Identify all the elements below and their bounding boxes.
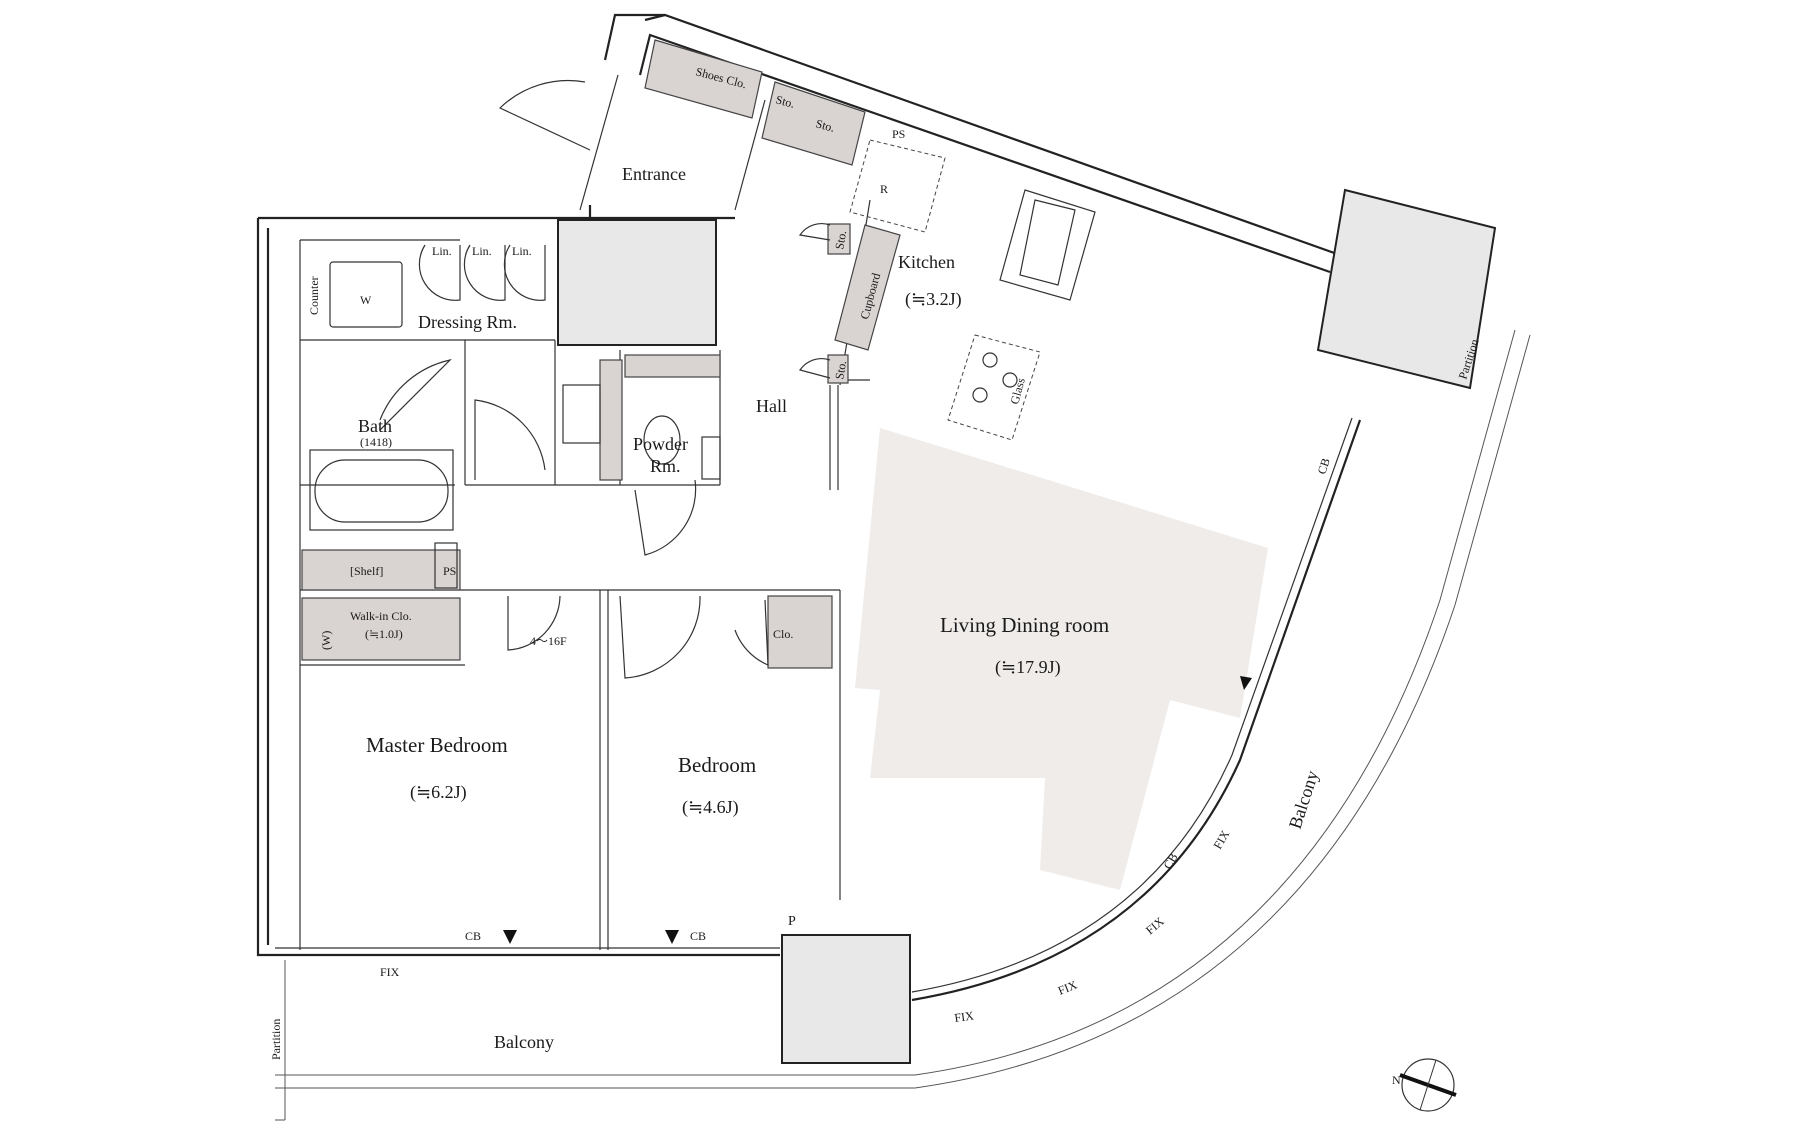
interior-walls bbox=[299, 199, 871, 950]
label-powder-room-2: Rm. bbox=[650, 456, 681, 476]
label-bedroom-size: (≒4.6J) bbox=[682, 797, 739, 818]
label-pillar-space: P bbox=[788, 914, 796, 929]
label-linen-1: Lin. bbox=[432, 244, 452, 258]
label-fix-2: FIX bbox=[953, 1008, 974, 1025]
label-cb-2: CB bbox=[690, 929, 706, 943]
label-walkin-w: (W) bbox=[319, 631, 333, 650]
balcony-railing bbox=[275, 329, 1531, 1121]
bottom-window bbox=[275, 930, 780, 957]
label-living-dining-size: (≒17.9J) bbox=[995, 657, 1061, 678]
label-fix-5: FIX bbox=[1210, 827, 1232, 851]
label-balcony-bottom: Balcony bbox=[494, 1032, 554, 1052]
label-bath: Bath bbox=[358, 416, 392, 436]
label-bedroom: Bedroom bbox=[678, 753, 756, 777]
label-partition-bottom: Partition bbox=[269, 1019, 283, 1060]
label-storage-3: Sto. bbox=[832, 229, 849, 250]
label-linen-2: Lin. bbox=[472, 244, 492, 258]
label-fix-4: FIX bbox=[1143, 914, 1167, 937]
label-entrance: Entrance bbox=[622, 164, 686, 184]
label-refrigerator: R bbox=[880, 182, 888, 196]
label-pipe-space-mid: PS bbox=[443, 564, 456, 578]
column-bottom bbox=[781, 934, 911, 1064]
label-cb-3: CB bbox=[1315, 456, 1333, 476]
label-living-dining: Living Dining room bbox=[940, 613, 1109, 637]
label-cb-1: CB bbox=[465, 929, 481, 943]
outer-walls bbox=[256, 13, 1341, 957]
label-walkin-size: (≒1.0J) bbox=[365, 627, 403, 641]
label-closet: Clo. bbox=[773, 627, 793, 641]
compass-north-label: N bbox=[1392, 1073, 1401, 1087]
label-pipe-space-top: PS bbox=[892, 127, 905, 141]
label-master-bedroom: Master Bedroom bbox=[366, 733, 508, 757]
label-bath-size: (1418) bbox=[360, 435, 392, 449]
label-storage-1: Sto. bbox=[774, 92, 796, 110]
label-dressing-room: Dressing Rm. bbox=[418, 312, 517, 332]
curved-window bbox=[911, 417, 1362, 1002]
label-balcony-right: Balcony bbox=[1285, 768, 1323, 831]
label-storage-2: Sto. bbox=[814, 116, 836, 134]
label-fix-1: FIX bbox=[380, 965, 400, 979]
label-counter: Counter bbox=[307, 276, 321, 315]
doors bbox=[379, 79, 831, 679]
label-storage-4: Sto. bbox=[832, 359, 849, 380]
label-kitchen: Kitchen bbox=[898, 252, 955, 272]
storage-blocks bbox=[301, 39, 901, 669]
label-washer: W bbox=[360, 293, 372, 307]
label-walkin-closet: Walk-in Clo. bbox=[350, 609, 412, 623]
label-shelf: [Shelf] bbox=[350, 564, 383, 578]
label-powder-room-1: Powder bbox=[633, 434, 688, 454]
living-dining-shading bbox=[855, 428, 1268, 890]
label-hall: Hall bbox=[756, 396, 787, 416]
column-center bbox=[557, 219, 717, 346]
label-kitchen-size: (≒3.2J) bbox=[905, 289, 962, 310]
label-cb-4: CB bbox=[1160, 851, 1180, 872]
label-linen-3: Lin. bbox=[512, 244, 532, 258]
label-floor-note: 4〜16F bbox=[530, 634, 567, 648]
label-master-bedroom-size: (≒6.2J) bbox=[410, 782, 467, 803]
fixtures bbox=[309, 139, 1096, 589]
column-right bbox=[1316, 188, 1497, 390]
label-fix-3: FIX bbox=[1056, 977, 1079, 997]
label-glass: Glass bbox=[1007, 376, 1028, 406]
compass-icon: N bbox=[1392, 1058, 1457, 1112]
